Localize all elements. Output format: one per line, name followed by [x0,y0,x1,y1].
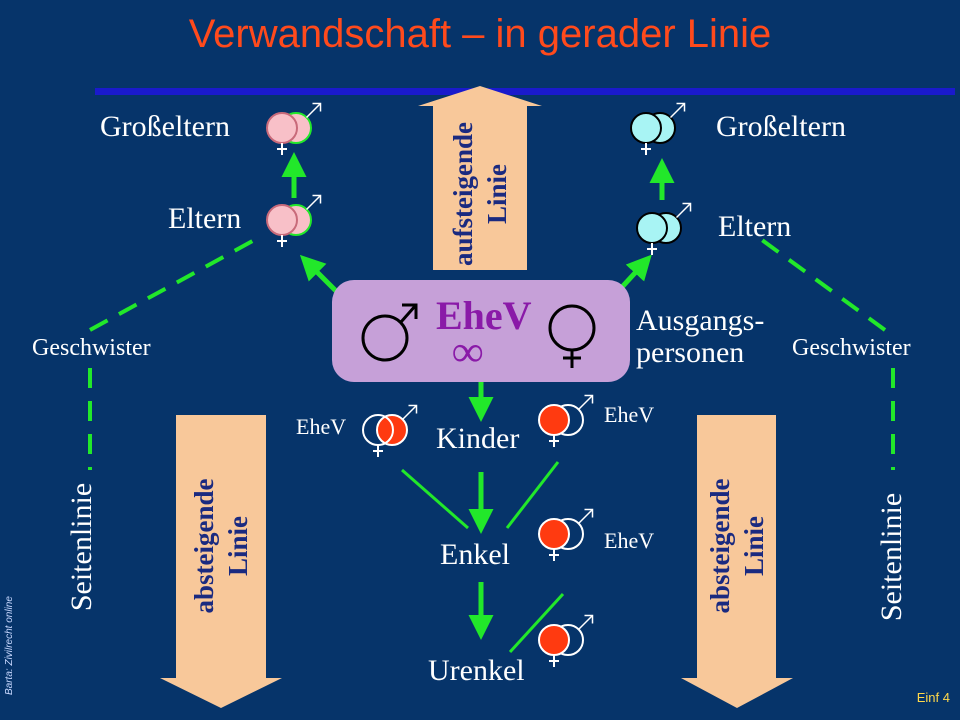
absteigende-linie-right-label: absteigende Linie [703,451,771,641]
line-enkel-to-urenkel [508,592,565,654]
grosseltern-left-label: Großeltern [100,110,230,143]
geschwister-left-label: Geschwister [32,335,151,361]
personen-label: personen [636,336,745,369]
ehev-label: EheV [436,293,532,338]
geschwister-right-label: Geschwister [792,335,911,361]
grosseltern-right-label: Großeltern [716,110,846,143]
seitenlinie-left-label: Seitenlinie [65,482,99,612]
geschwister-dash-right [760,238,887,332]
ehev-kind-left-label: EheV [296,414,347,439]
line-kind-right-to-enkel [505,461,560,529]
absteigende-linie-left-label: absteigende Linie [187,451,255,641]
page-number: Einf 4 [916,690,950,705]
aufsteigende-linie-arrow [418,86,542,270]
kinder-label: Kinder [436,422,520,455]
title-underline [95,88,955,95]
enkel-label: Enkel [440,538,510,571]
line-kind-left-to-enkel [401,468,469,530]
aufsteigende-linie-label: aufsteigende Linie [446,99,514,289]
page-title: Verwandschaft – in gerader Linie [188,12,772,56]
aufsteigende-linie-word: Linie [482,164,512,225]
absteigende-left-linie-word: Linie [223,516,253,577]
absteigende-linie-arrow-left [160,415,282,708]
absteigende-left-word: absteigende [189,478,219,614]
absteigende-linie-arrow-right [681,415,793,708]
eltern-left-label: Eltern [168,202,242,235]
infinity-symbol: ∞ [452,327,484,376]
ausgangs-label: Ausgangs- [636,304,765,337]
absteigende-right-linie-word: Linie [739,516,769,577]
eltern-right-label: Eltern [718,210,792,243]
ehev-enkel-label: EheV [604,528,655,553]
ehev-kind-right-label: EheV [604,402,655,427]
geschwister-dash-left [89,236,259,332]
aufsteigende-word: aufsteigende [448,122,478,266]
absteigende-right-word: absteigende [705,478,735,614]
seitenlinie-right-label: Seitenlinie [875,492,909,622]
author-credit: Barta: Zivilrecht online [4,596,15,695]
urenkel-label: Urenkel [428,654,525,687]
